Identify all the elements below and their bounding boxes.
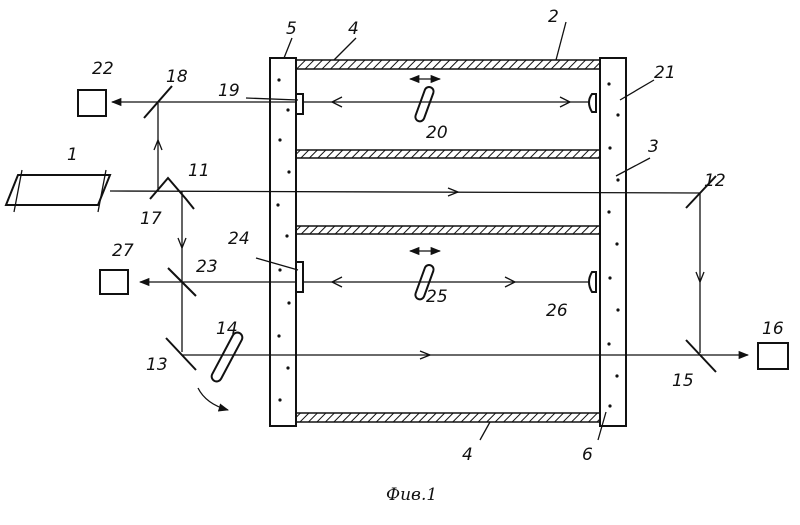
label-18: 18 [166, 67, 188, 87]
hatched-plate-mid-lower [296, 226, 600, 234]
mirror-13 [166, 338, 196, 370]
plate-20 [410, 79, 440, 123]
label-13: 13 [146, 355, 168, 375]
mirror-24 [296, 262, 303, 292]
label-27: 27 [112, 241, 134, 261]
beam-bottom [182, 351, 748, 359]
label-15: 15 [672, 371, 694, 391]
label-14: 14 [216, 319, 238, 339]
figure-caption: Фив.1 [386, 485, 437, 505]
label-5: 5 [286, 19, 297, 39]
beam-lower-probe [140, 277, 590, 287]
laser-source-1 [6, 170, 110, 212]
label-21: 21 [654, 63, 676, 83]
mirror-26 [589, 272, 596, 292]
label-25: 25 [426, 287, 448, 307]
label-6: 6 [582, 445, 593, 465]
label-12: 12 [704, 171, 726, 191]
mirror-15 [686, 340, 716, 372]
label-20: 20 [426, 123, 448, 143]
label-26: 26 [546, 301, 568, 321]
mirror-21 [589, 94, 596, 112]
label-19: 19 [218, 81, 240, 101]
label-4-top: 4 [348, 19, 359, 39]
beam-17-to-18 [154, 103, 162, 191]
label-3: 3 [648, 137, 659, 157]
beam-upper-probe [112, 97, 590, 107]
label-17: 17 [140, 209, 162, 229]
detector-16 [758, 343, 788, 369]
beam-12-to-15 [696, 193, 704, 353]
label-11: 11 [188, 161, 210, 181]
label-4-bottom: 4 [462, 445, 473, 465]
hatched-plate-mid-3 [296, 150, 600, 158]
end-wall-6 [600, 58, 626, 426]
label-1: 1 [67, 145, 78, 165]
mirror-17-11 [150, 178, 194, 209]
label-24: 24 [228, 229, 250, 249]
label-22: 22 [92, 59, 114, 79]
label-2: 2 [548, 7, 559, 27]
hatched-plate-bottom-4 [296, 413, 600, 422]
mirror-19 [296, 94, 303, 114]
beam-17-to-13 [178, 191, 186, 352]
label-23: 23 [196, 257, 218, 277]
end-wall-5 [270, 58, 296, 426]
label-16: 16 [762, 319, 784, 339]
detector-22 [78, 90, 106, 116]
rotatable-plate-14 [198, 331, 244, 410]
hatched-plate-top-2 [296, 60, 600, 69]
detector-27 [100, 270, 128, 294]
